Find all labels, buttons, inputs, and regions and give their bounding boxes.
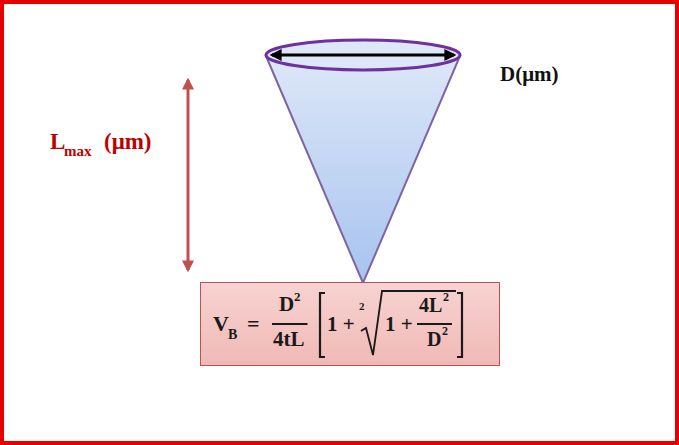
formula-term: 4L: [419, 295, 442, 315]
length-arrow: [187, 80, 190, 270]
length-subscript: max: [64, 144, 92, 159]
formula-term: D: [279, 294, 294, 315]
formula-term: =: [247, 313, 260, 335]
formula-box: VB=D24tL1 +21 +4L2D2: [200, 282, 500, 366]
dimension-label: D(μm): [500, 64, 559, 85]
formula-term: D: [427, 329, 441, 349]
formula-term: 2: [294, 290, 301, 303]
cone-top-ellipse: [266, 40, 460, 70]
fraction-bar: [417, 323, 452, 325]
right-bracket: [457, 293, 462, 357]
formula-term: 1 +: [327, 314, 355, 335]
formula-term: B: [228, 328, 237, 342]
formula-term: V: [213, 313, 229, 335]
formula-term: 2: [443, 291, 449, 303]
fraction-bar: [272, 323, 308, 325]
left-bracket: [320, 293, 325, 357]
diameter-arrow: [272, 54, 454, 57]
formula-term: 1 +: [385, 314, 413, 335]
formula-term: 4tL: [273, 329, 305, 350]
radical-sign: [361, 291, 456, 355]
length-unit: (μm): [104, 130, 152, 153]
formula-term: 2: [359, 301, 365, 312]
cone-body: [266, 56, 460, 283]
formula-term: 2: [442, 325, 448, 337]
length-label: L: [50, 130, 65, 153]
